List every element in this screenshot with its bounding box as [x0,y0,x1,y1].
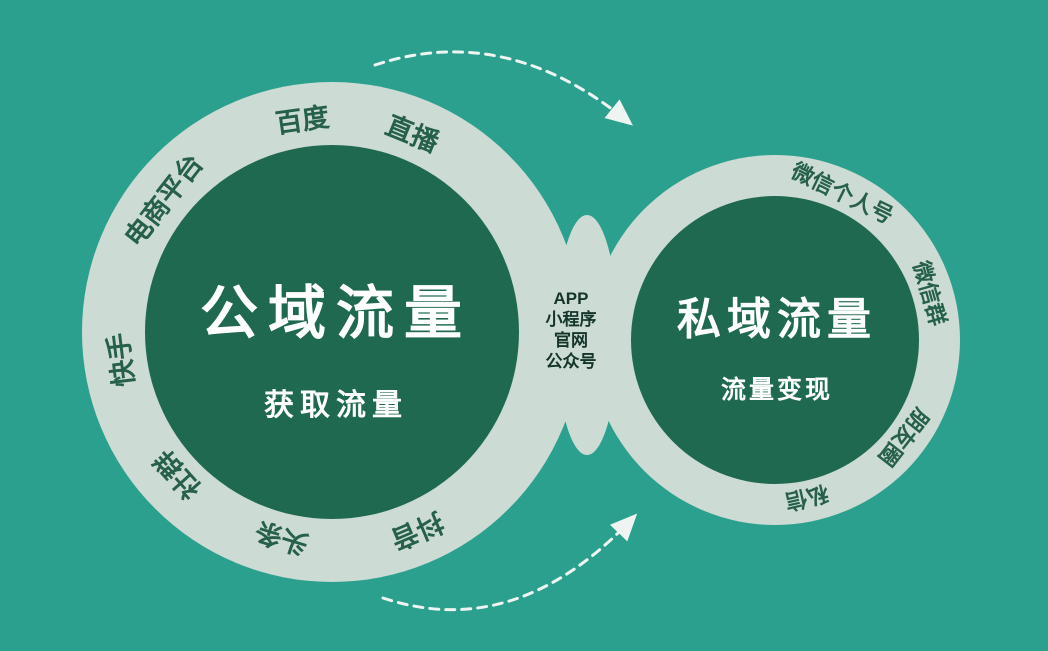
left-circle-title: 公域流量 [199,281,473,346]
right-circle-inner [631,196,919,484]
connector-line-official-account: 公众号 [545,352,597,371]
connector-line-website: 官网 [554,331,588,350]
connector-channels: APP 小程序 官网 公众号 [546,288,597,372]
connector-line-mini-program: 小程序 [545,310,597,329]
right-circle-title: 私域流量 [677,295,877,344]
connector-line-app: APP [553,289,589,308]
left-circle-subtitle: 获取流量 [264,389,408,422]
circle-bridge [556,215,618,455]
ring-label-baidu: 百度 [273,101,332,140]
ring-label-kuaishou: 快手 [103,331,140,389]
right-circle-subtitle: 流量变现 [720,376,834,404]
left-circle-inner [145,145,519,519]
